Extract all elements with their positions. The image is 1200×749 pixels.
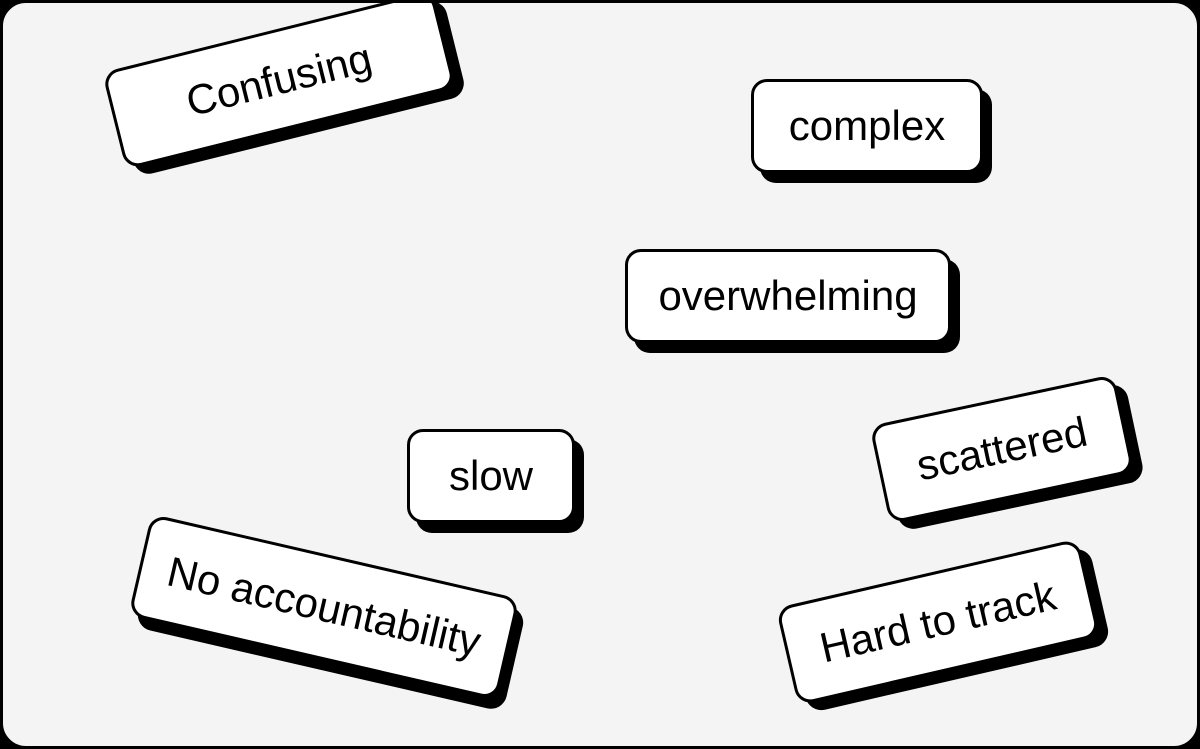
sticky-note-label: complex bbox=[788, 102, 946, 149]
sticky-note-overwhelming[interactable]: overwhelming bbox=[625, 249, 951, 343]
sticky-note-slow[interactable]: slow bbox=[407, 429, 575, 523]
sticky-note-label: Hard to track bbox=[815, 571, 1061, 672]
sticky-note-confusing[interactable]: Confusing bbox=[101, 3, 457, 170]
sticky-note-scattered[interactable]: scattered bbox=[869, 374, 1135, 524]
sticky-note-label: No accountability bbox=[163, 547, 486, 666]
sticky-note-label: slow bbox=[448, 452, 534, 499]
sticky-note-hard-to-track[interactable]: Hard to track bbox=[775, 538, 1101, 706]
sticky-note-complex[interactable]: complex bbox=[751, 79, 983, 173]
sticky-note-no-accountability[interactable]: No accountability bbox=[128, 513, 520, 701]
sticky-note-label: overwhelming bbox=[658, 272, 918, 319]
sticky-note-label: Confusing bbox=[181, 33, 377, 126]
sticky-note-label: scattered bbox=[912, 407, 1092, 490]
